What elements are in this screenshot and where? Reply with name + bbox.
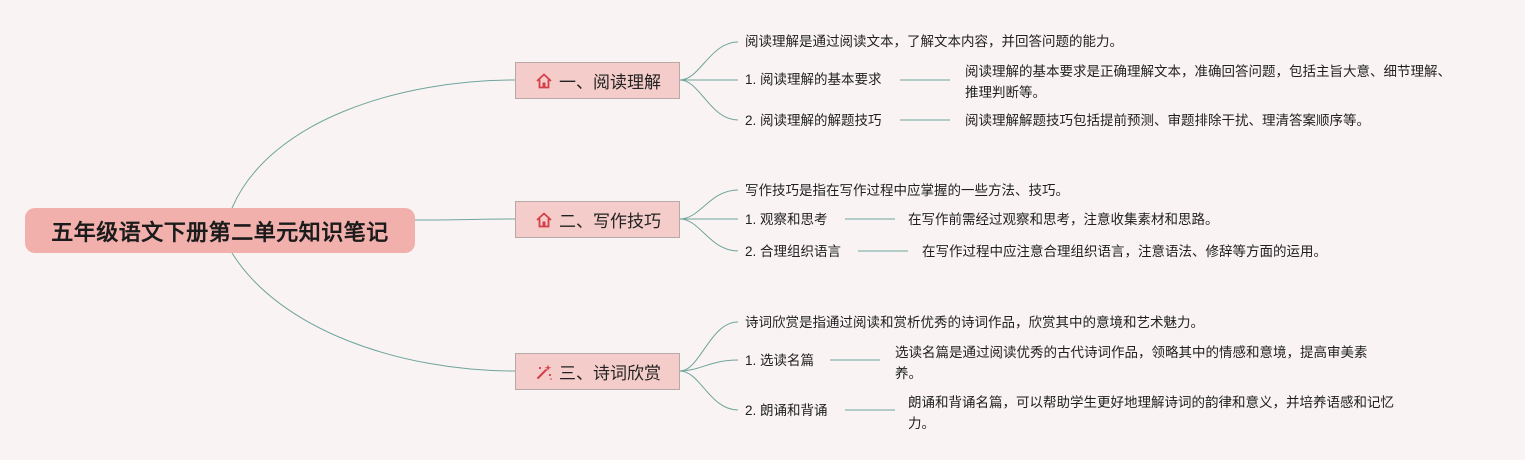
- branch-3-summary[interactable]: 诗词欣赏是指通过阅读和赏析优秀的诗词作品，欣赏其中的意境和艺术魅力。: [745, 315, 1204, 330]
- branch-2-summary[interactable]: 写作技巧是指在写作过程中应掌握的一些方法、技巧。: [745, 183, 1069, 198]
- branch-label: 一、阅读理解: [559, 73, 661, 92]
- branch-writing-skills[interactable]: 二、写作技巧: [515, 201, 680, 238]
- branch-2-item-1-desc[interactable]: 在写作前需经过观察和思考，注意收集素材和思路。: [908, 212, 1219, 227]
- branch-label: 三、诗词欣赏: [559, 364, 661, 383]
- branch-1-item-1-title[interactable]: 1. 阅读理解的基本要求: [745, 72, 882, 87]
- connector-b3-item2: [679, 370, 739, 411]
- connector-b3-summary: [679, 321, 739, 372]
- connector-b2-item2: [679, 218, 739, 252]
- branch-3-item-2-title[interactable]: 2. 朗诵和背诵: [745, 403, 828, 418]
- connector-b1-summary: [679, 41, 739, 81]
- branch-3-item-1-title[interactable]: 1. 选读名篇: [745, 353, 815, 368]
- branch-1-item-2-title[interactable]: 2. 阅读理解的解题技巧: [745, 113, 882, 128]
- branch-reading-comprehension[interactable]: 一、阅读理解: [515, 62, 680, 99]
- connector-root-branch-1: [231, 79, 516, 209]
- branch-2-item-2-desc[interactable]: 在写作过程中应注意合理组织语言，注意语法、修辞等方面的运用。: [922, 244, 1327, 259]
- branch-poetry-appreciation[interactable]: 三、诗词欣赏: [515, 353, 680, 390]
- branch-3-item-2-desc[interactable]: 朗诵和背诵名篇，可以帮助学生更好地理解诗词的韵律和意义，并培养语感和记忆力。: [908, 395, 1394, 431]
- house-icon: [534, 210, 554, 230]
- connector-b1-item2: [679, 79, 739, 121]
- branch-3-item-1-desc[interactable]: 选读名篇是通过阅读优秀的古代诗词作品，领略其中的情感和意境，提高审美素养。: [895, 345, 1368, 381]
- branch-1-summary[interactable]: 阅读理解是通过阅读文本，了解文本内容，并回答问题的能力。: [745, 34, 1123, 49]
- root-topic[interactable]: 五年级语文下册第二单元知识笔记: [25, 208, 415, 253]
- branch-2-item-1-title[interactable]: 1. 观察和思考: [745, 212, 828, 227]
- branch-2-item-2-title[interactable]: 2. 合理组织语言: [745, 244, 842, 259]
- connector-root-branch-2: [414, 218, 516, 221]
- branch-1-item-2-desc[interactable]: 阅读理解解题技巧包括提前预测、审题排除干扰、理清答案顺序等。: [965, 113, 1370, 128]
- connector-b2-summary: [679, 189, 739, 220]
- house-icon: [534, 71, 554, 91]
- branch-1-item-1-desc[interactable]: 阅读理解的基本要求是正确理解文本，准确回答问题，包括主旨大意、细节理解、推理判断…: [965, 64, 1451, 100]
- connector-b3-item1: [679, 359, 739, 372]
- magic-wand-icon: [534, 362, 554, 382]
- connector-root-branch-3: [231, 252, 516, 372]
- branch-label: 二、写作技巧: [559, 212, 661, 231]
